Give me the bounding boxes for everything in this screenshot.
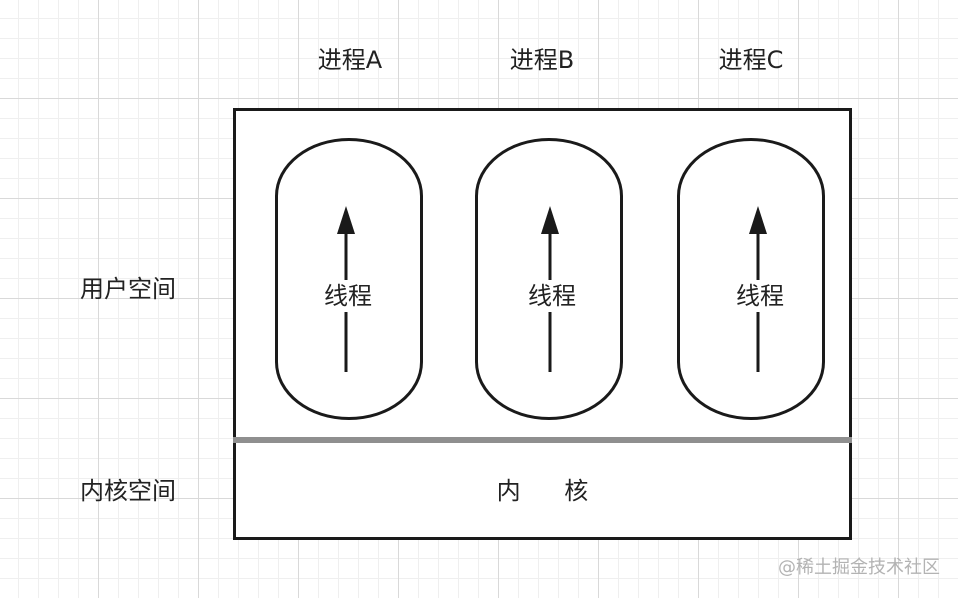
user-kernel-divider [233,437,852,443]
user-space-label: 用户空间 [80,275,176,303]
watermark: @稀土掘金技术社区 [778,557,940,578]
kernel-space-label: 内核空间 [80,477,176,505]
process-a-label: 进程A [317,46,383,74]
thread-capsule-a [275,138,423,420]
process-b-label: 进程B [509,46,575,74]
thread-label-a: 线程 [308,280,388,312]
thread-capsule-c [677,138,825,420]
process-c-label: 进程C [718,46,784,74]
kernel-label: 内 核 [496,477,607,505]
thread-label-c: 线程 [720,280,800,312]
thread-label-b: 线程 [512,280,592,312]
